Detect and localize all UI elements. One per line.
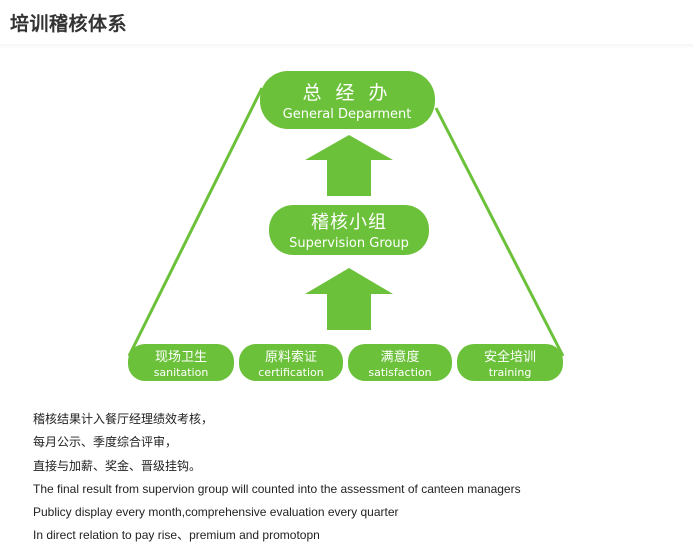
header-divider bbox=[0, 44, 693, 49]
sanitation-en: sanitation bbox=[154, 366, 209, 379]
supervision-group-zh: 稽核小组 bbox=[311, 212, 387, 233]
audit-system-diagram: 总 经 办 General Deparment 稽核小组 Supervision… bbox=[127, 71, 565, 381]
note-line: In direct relation to pay rise、premium a… bbox=[33, 528, 320, 543]
page-title: 培训稽核体系 bbox=[10, 13, 128, 35]
note-line: 直接与加薪、奖金、晋级挂钩。 bbox=[33, 458, 202, 473]
note-line: 稽核结果计入餐厅经理绩效考核， bbox=[33, 412, 214, 426]
certification-box: 原料索证 certification bbox=[239, 344, 343, 381]
up-arrow-icon bbox=[305, 135, 393, 196]
description-notes: 稽核结果计入餐厅经理绩效考核， 每月公示、季度综合评审， 直接与加薪、奖金、晋级… bbox=[33, 408, 521, 548]
satisfaction-en: satisfaction bbox=[368, 366, 431, 379]
sanitation-zh: 现场卫生 bbox=[155, 350, 207, 365]
certification-en: certification bbox=[258, 366, 324, 379]
note-line: Publicy display every month,comprehensiv… bbox=[33, 505, 399, 520]
note-line: The final result from supervion group wi… bbox=[33, 481, 521, 496]
general-department-box: 总 经 办 General Deparment bbox=[260, 71, 435, 129]
training-box: 安全培训 training bbox=[457, 344, 563, 381]
supervision-group-box: 稽核小组 Supervision Group bbox=[269, 205, 429, 255]
up-arrow-icon bbox=[305, 268, 393, 330]
right-connector-line bbox=[434, 107, 565, 357]
certification-zh: 原料索证 bbox=[265, 350, 317, 365]
general-department-zh: 总 经 办 bbox=[302, 82, 391, 104]
general-department-en: General Deparment bbox=[283, 107, 412, 122]
satisfaction-box: 满意度 satisfaction bbox=[348, 344, 452, 381]
satisfaction-zh: 满意度 bbox=[380, 349, 419, 365]
supervision-group-en: Supervision Group bbox=[289, 236, 409, 251]
training-zh: 安全培训 bbox=[484, 349, 536, 365]
sanitation-box: 现场卫生 sanitation bbox=[128, 344, 234, 381]
training-en: training bbox=[489, 366, 532, 379]
note-line: 每月公示、季度综合评审， bbox=[33, 435, 178, 450]
page-header: 培训稽核体系 bbox=[0, 0, 693, 49]
left-connector-line bbox=[127, 87, 264, 357]
